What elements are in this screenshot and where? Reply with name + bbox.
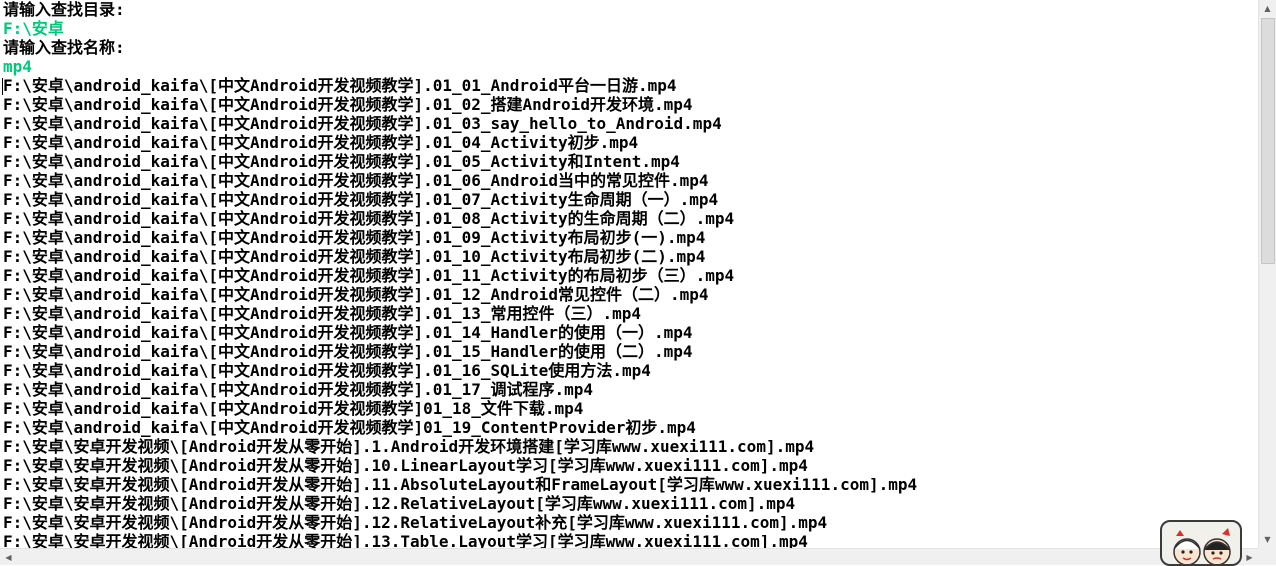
console-result-line: F:\安卓\android_kaifa\[中文Android开发视频教学].01… <box>3 76 677 95</box>
console-result-line: F:\安卓\android_kaifa\[中文Android开发视频教学].01… <box>3 190 719 209</box>
scroll-left-arrow-icon[interactable]: ◀ <box>5 552 12 562</box>
console-result-line: F:\安卓\android_kaifa\[中文Android开发视频教学].01… <box>3 285 709 304</box>
console-result-line: F:\安卓\安卓开发视频\[Android开发从零开始].12.Relative… <box>3 513 828 532</box>
console-prompt-line: 请输入查找名称: <box>3 38 125 57</box>
console-result-line: F:\安卓\android_kaifa\[中文Android开发视频教学]01_… <box>3 399 584 418</box>
text-caret <box>2 78 3 95</box>
console-result-line: F:\安卓\android_kaifa\[中文Android开发视频教学].01… <box>3 228 706 247</box>
vertical-scrollbar[interactable]: ▲ ▼ <box>1258 0 1276 548</box>
horizontal-scrollbar[interactable]: ◀ ▶ <box>0 548 1258 565</box>
console-result-line: F:\安卓\android_kaifa\[中文Android开发视频教学].01… <box>3 114 722 133</box>
console-result-line: F:\安卓\android_kaifa\[中文Android开发视频教学].01… <box>3 247 706 266</box>
console-result-line: F:\安卓\android_kaifa\[中文Android开发视频教学].01… <box>3 304 642 323</box>
console-result-line: F:\安卓\安卓开发视频\[Android开发从零开始].1.Android开发… <box>3 437 815 456</box>
console-result-line: F:\安卓\android_kaifa\[中文Android开发视频教学].01… <box>3 209 735 228</box>
vertical-scroll-thumb[interactable] <box>1261 18 1275 264</box>
console-input-line: F:\安卓 <box>3 19 64 38</box>
console-result-line: F:\安卓\安卓开发视频\[Android开发从零开始].10.LinearLa… <box>3 456 808 475</box>
scrollbar-corner <box>1258 548 1276 565</box>
console-result-line: F:\安卓\android_kaifa\[中文Android开发视频教学].01… <box>3 95 693 114</box>
console-result-line: F:\安卓\android_kaifa\[中文Android开发视频教学].01… <box>3 266 735 285</box>
console-input-line: mp4 <box>3 57 32 76</box>
console-result-line: F:\安卓\安卓开发视频\[Android开发从零开始].12.Relative… <box>3 494 796 513</box>
console-result-line: F:\安卓\android_kaifa\[中文Android开发视频教学]01_… <box>3 418 696 437</box>
scroll-down-arrow-icon[interactable]: ▼ <box>1264 535 1271 544</box>
console-result-line: F:\安卓\android_kaifa\[中文Android开发视频教学].01… <box>3 380 594 399</box>
console-result-line: F:\安卓\android_kaifa\[中文Android开发视频教学].01… <box>3 133 639 152</box>
console-prompt-line: 请输入查找目录: <box>3 0 125 19</box>
console-result-line: F:\安卓\android_kaifa\[中文Android开发视频教学].01… <box>3 342 693 361</box>
mascot-drawing <box>1173 528 1231 564</box>
scroll-up-arrow-icon[interactable]: ▲ <box>1264 4 1271 13</box>
cartoon-mascot-icon[interactable] <box>1160 520 1242 566</box>
console-result-line: F:\安卓\android_kaifa\[中文Android开发视频教学].01… <box>3 323 693 342</box>
console-result-line: F:\安卓\安卓开发视频\[Android开发从零开始].11.Absolute… <box>3 475 918 494</box>
console-result-line: F:\安卓\android_kaifa\[中文Android开发视频教学].01… <box>3 361 651 380</box>
console-result-line: F:\安卓\android_kaifa\[中文Android开发视频教学].01… <box>3 152 680 171</box>
console-result-line: F:\安卓\安卓开发视频\[Android开发从零开始].13.Table.La… <box>3 532 808 548</box>
scroll-right-arrow-icon[interactable]: ▶ <box>1246 552 1253 562</box>
console-result-line: F:\安卓\android_kaifa\[中文Android开发视频教学].01… <box>3 171 709 190</box>
